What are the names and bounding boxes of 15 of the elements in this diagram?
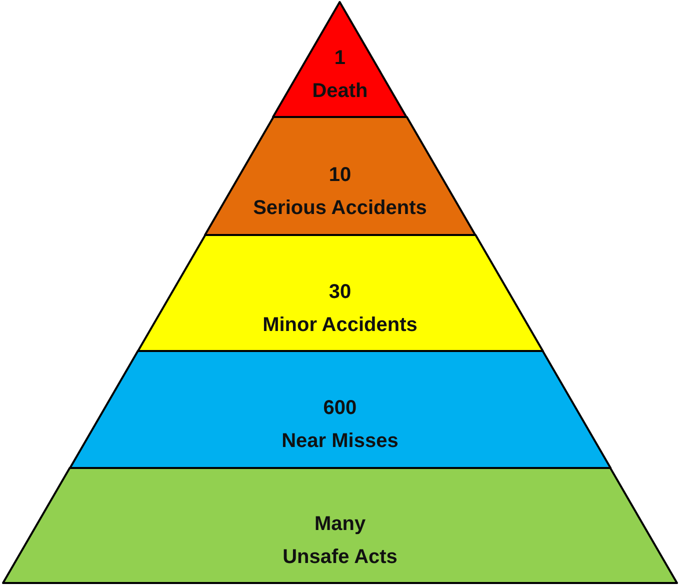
tier-count: 30	[328, 280, 352, 304]
pyramid-tier	[204, 116, 476, 236]
pyramid-tier	[136, 234, 544, 352]
pyramid-tier	[272, 1, 408, 118]
tier-count: 1	[334, 46, 346, 70]
tier-label: Serious Accidents	[253, 196, 427, 220]
pyramid-tier	[2, 467, 678, 584]
pyramid-tier	[68, 350, 612, 469]
tier-label: Minor Accidents	[262, 312, 418, 337]
tier-count: 10	[328, 162, 352, 187]
tier-count: 600	[323, 396, 357, 420]
tier-label: Death	[312, 79, 368, 104]
tier-label: Unsafe Acts	[282, 545, 398, 570]
tier-count: Many	[314, 512, 366, 536]
tier-label: Near Misses	[282, 429, 398, 454]
